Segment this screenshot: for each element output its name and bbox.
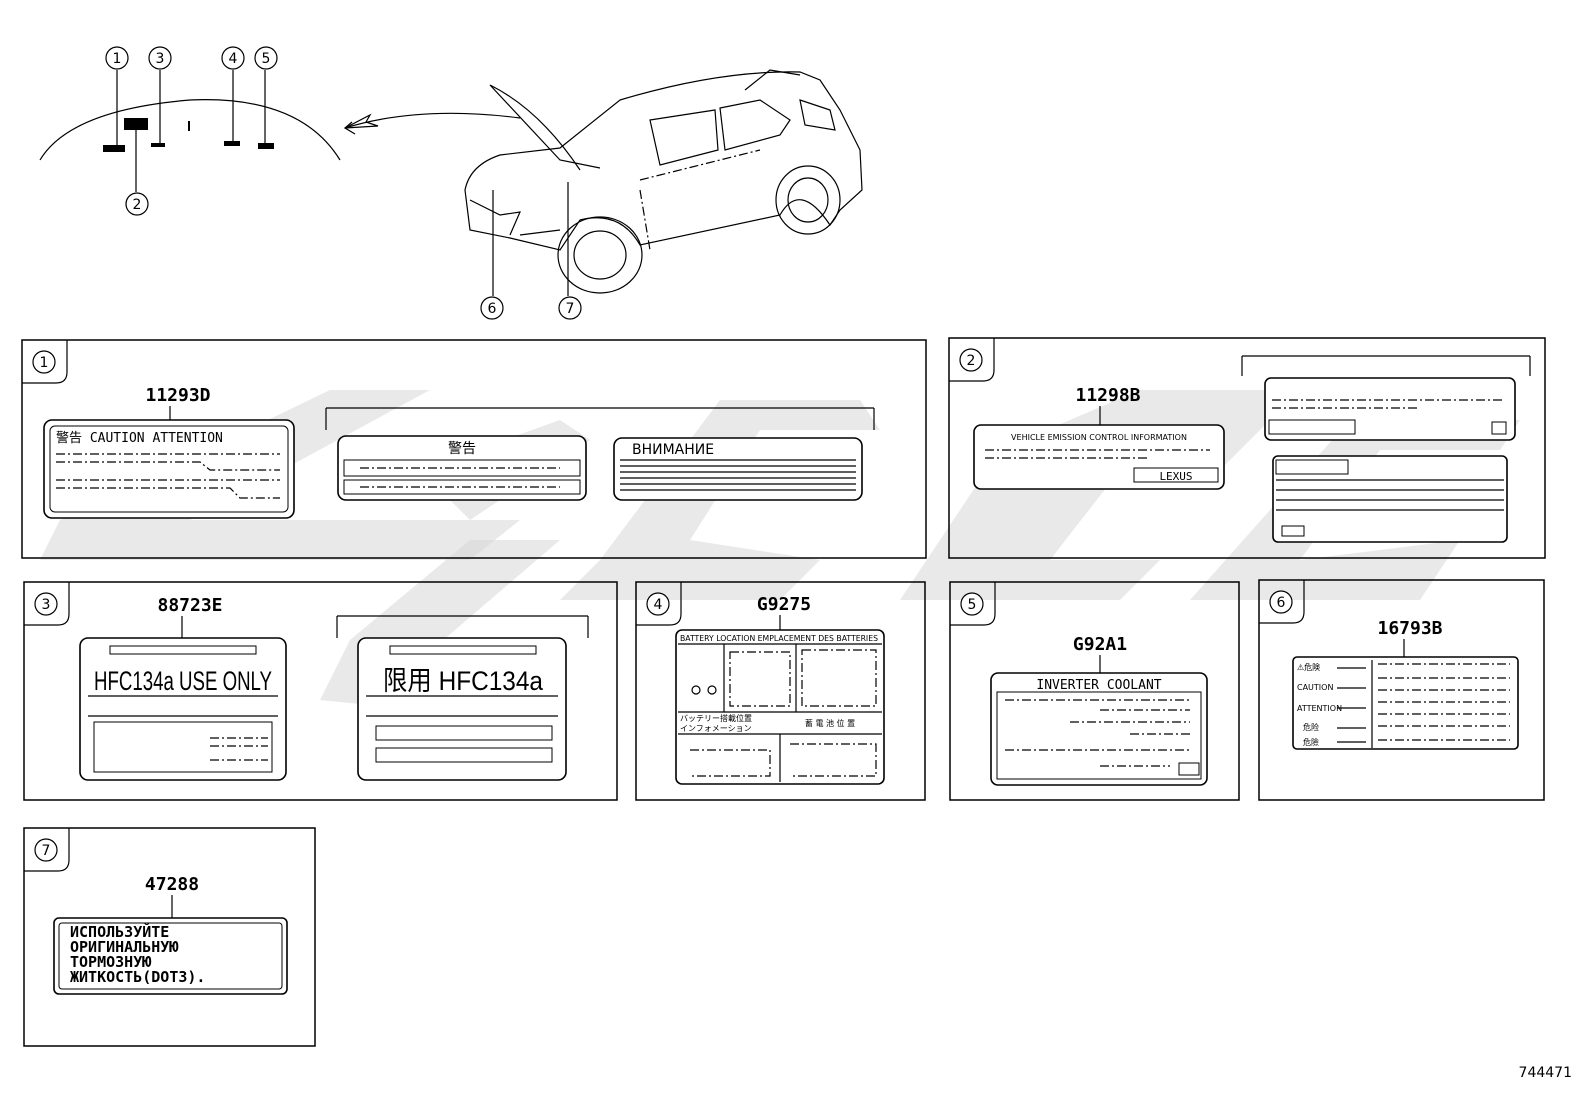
panel-6: 6 16793B ⚠危険 CAUTION ATTENTION 危险 危險 xyxy=(1258,579,1545,801)
label-row-2: CAUTION xyxy=(1297,683,1333,692)
part-number-16793B: 16793B xyxy=(1377,618,1442,639)
panel-6-callout: 6 xyxy=(1277,595,1286,611)
callout-5-top: 5 xyxy=(262,51,271,67)
label-row-5: 危險 xyxy=(1303,737,1319,747)
label-jp-heading: 警告 xyxy=(448,441,476,457)
label-jp-battery: バッテリー搭載位置 xyxy=(680,713,752,723)
panel-7-callout: 7 xyxy=(42,843,51,859)
arrow-icon xyxy=(343,112,521,135)
callout-1-top: 1 xyxy=(113,51,122,67)
callout-2-top: 2 xyxy=(133,197,142,213)
label-jp-info: インフォメーション xyxy=(680,724,752,733)
panel-5: 5 G92A1 INVERTER COOLANT xyxy=(949,581,1240,801)
label-location-4 xyxy=(224,141,240,146)
label-inverter-coolant: INVERTER COOLANT xyxy=(1036,678,1161,693)
callout-4-top: 4 xyxy=(229,51,238,67)
car-illustration xyxy=(464,69,863,294)
part-number-G9275: G9275 xyxy=(757,594,811,615)
label-ru-heading: ВНИМАНИЕ xyxy=(632,442,714,458)
label-hfc134a: HFC134a USE ONLY xyxy=(94,666,272,696)
panel-3: 3 88723E HFC134a USE ONLY 限用 HFC134a xyxy=(23,581,618,801)
label-row-3: ATTENTION xyxy=(1297,704,1342,713)
label-battery-location: BATTERY LOCATION EMPLACEMENT DES BATTERI… xyxy=(680,634,878,643)
label-ru-line-2: ОРИГИНАЛЬНУЮ xyxy=(70,938,179,956)
panel-5-callout: 5 xyxy=(968,597,977,613)
panel-2: 2 11298B VEHICLE EMISSION CONTROL INFORM… xyxy=(948,337,1546,559)
callout-3-top: 3 xyxy=(156,51,165,67)
panel-3-callout: 3 xyxy=(42,597,51,613)
part-number-11293D: 11293D xyxy=(145,385,210,406)
panel-4: 4 G9275 BATTERY LOCATION EMPLACEMENT DES… xyxy=(635,581,926,801)
label-ru-line-1: ИСПОЛЬЗУЙТЕ xyxy=(70,922,169,941)
label-location-5 xyxy=(258,143,274,149)
label-hfc134a-cn: 限用 HFC134a xyxy=(383,666,544,696)
lexus-logo: LEXUS xyxy=(1159,470,1192,483)
part-number-G92A1: G92A1 xyxy=(1073,634,1127,655)
diagram-id: 744471 xyxy=(1519,1065,1572,1081)
label-location-3 xyxy=(151,143,165,147)
callout-6-top: 6 xyxy=(488,301,497,317)
label-location-2 xyxy=(124,118,148,130)
panel-7: 7 47288 ИСПОЛЬЗУЙТЕ ОРИГИНАЛЬНУЮ ТОРМОЗН… xyxy=(23,827,316,1047)
label-row-1: ⚠危険 xyxy=(1297,662,1320,672)
panel-1: 1 11293D 警告 CAUTION ATTENTION 警告 ВНИМАНИ… xyxy=(21,339,927,559)
part-number-11298B: 11298B xyxy=(1075,385,1140,406)
part-number-47288: 47288 xyxy=(145,874,199,895)
label-caution-heading: 警告 CAUTION ATTENTION xyxy=(56,430,223,446)
callout-7-top: 7 xyxy=(566,301,575,317)
panel-1-callout: 1 xyxy=(40,355,49,371)
label-vehicle-emission: VEHICLE EMISSION CONTROL INFORMATION xyxy=(1011,433,1187,442)
label-location-1 xyxy=(103,145,125,152)
dashboard-cutaway: 1 3 4 5 2 xyxy=(39,46,341,216)
panel-4-callout: 4 xyxy=(654,597,663,613)
label-ru-line-3: ТОРМОЗНУЮ xyxy=(70,953,152,971)
part-number-88723E: 88723E xyxy=(157,595,222,616)
label-row-4: 危险 xyxy=(1303,722,1319,732)
panel-2-callout: 2 xyxy=(967,353,976,369)
label-jp-position: 蓄 電 池 位 置 xyxy=(805,718,855,728)
label-ru-line-4: ЖИТКОСТЬ(DOT3). xyxy=(70,968,205,986)
